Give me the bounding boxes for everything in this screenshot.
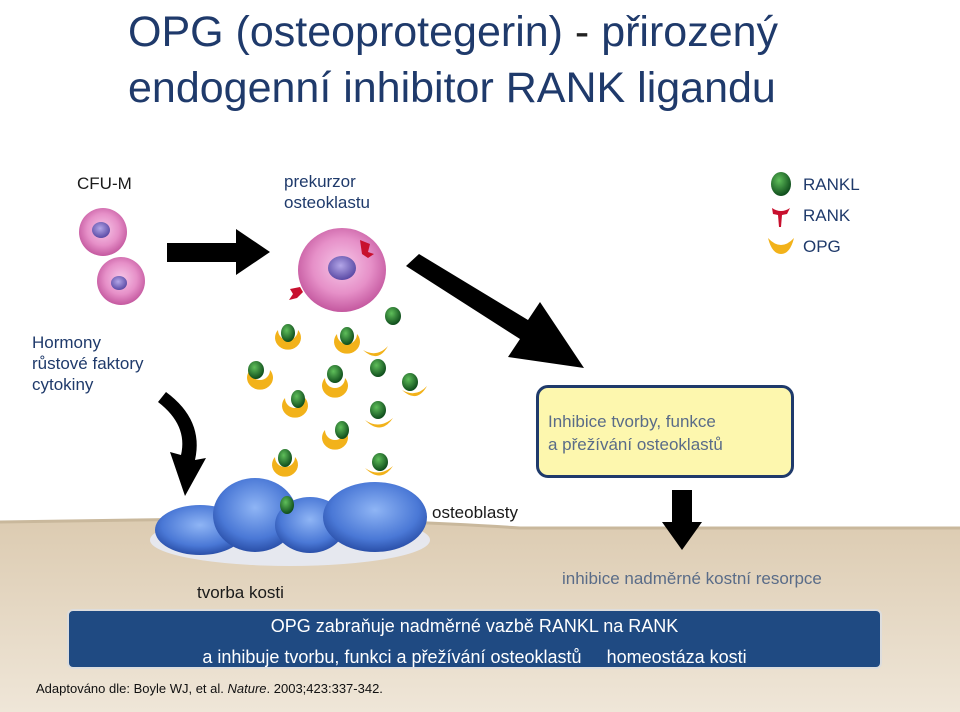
title-part2: přirozený [601, 8, 779, 56]
osteoclast-precursor-cell [289, 228, 386, 312]
label-rustove-faktory: růstové faktory [32, 354, 144, 373]
osteoblasts-cluster [150, 478, 430, 566]
banner-line1: OPG zabraňuje nadměrné vazbě RANKL na RA… [270, 616, 679, 636]
legend: RANKL RANK OPG [766, 170, 876, 265]
molecules [246, 307, 427, 514]
banner-line2: a inhibuje tvorbu, funkci a přežívání os… [202, 647, 747, 667]
arrow-cfu-to-precursor [167, 229, 270, 275]
inhibition-line1: Inhibice tvorby, funkce [548, 412, 716, 431]
rankl-icon [771, 172, 791, 196]
arrow-precursor-to-box [406, 254, 584, 368]
inhibition-text: Inhibice tvorby, funkce a přežívání oste… [548, 410, 723, 456]
rank-icon [772, 208, 790, 227]
arrow-box-down [662, 490, 702, 550]
legend-opg-label: OPG [803, 237, 841, 256]
title-dash: - [562, 8, 602, 56]
label-tvorba-kosti: tvorba kosti [197, 583, 284, 602]
label-prekurzor-1: prekurzor [284, 172, 356, 191]
label-hormony: Hormony [32, 333, 101, 352]
legend-rankl-label: RANKL [803, 175, 860, 194]
summary-banner [67, 609, 882, 669]
opg-icon [768, 238, 794, 254]
citation: Adaptováno dle: Boyle WJ, et al. Nature.… [36, 681, 383, 696]
title-part1: OPG (osteoprotegerin) [128, 8, 563, 56]
citation-prefix: Adaptováno dle: Boyle WJ, et al. [36, 681, 228, 696]
page-title: OPG (osteoprotegerin) - přirozený endoge… [128, 4, 928, 116]
label-cfu-m: CFU-M [77, 174, 132, 193]
inhibition-box [536, 385, 794, 478]
title-line2: endogenní inhibitor RANK ligandu [128, 64, 776, 112]
inhibition-line2: a přežívání osteoklastů [548, 435, 723, 454]
citation-suffix: . 2003;423:337-342. [266, 681, 383, 696]
label-cytokiny: cytokiny [32, 375, 94, 394]
citation-journal: Nature [227, 681, 267, 696]
label-osteoblasty: osteoblasty [432, 503, 518, 522]
legend-icons [768, 172, 794, 254]
label-inhibice-resorpce: inhibice nadměrné kostní resorpce [562, 569, 822, 588]
legend-rank-label: RANK [803, 206, 851, 225]
cfu-m-cells [79, 208, 145, 305]
label-prekurzor-2: osteoklastu [284, 193, 370, 212]
arrow-curved-to-osteoblasts [158, 392, 206, 496]
